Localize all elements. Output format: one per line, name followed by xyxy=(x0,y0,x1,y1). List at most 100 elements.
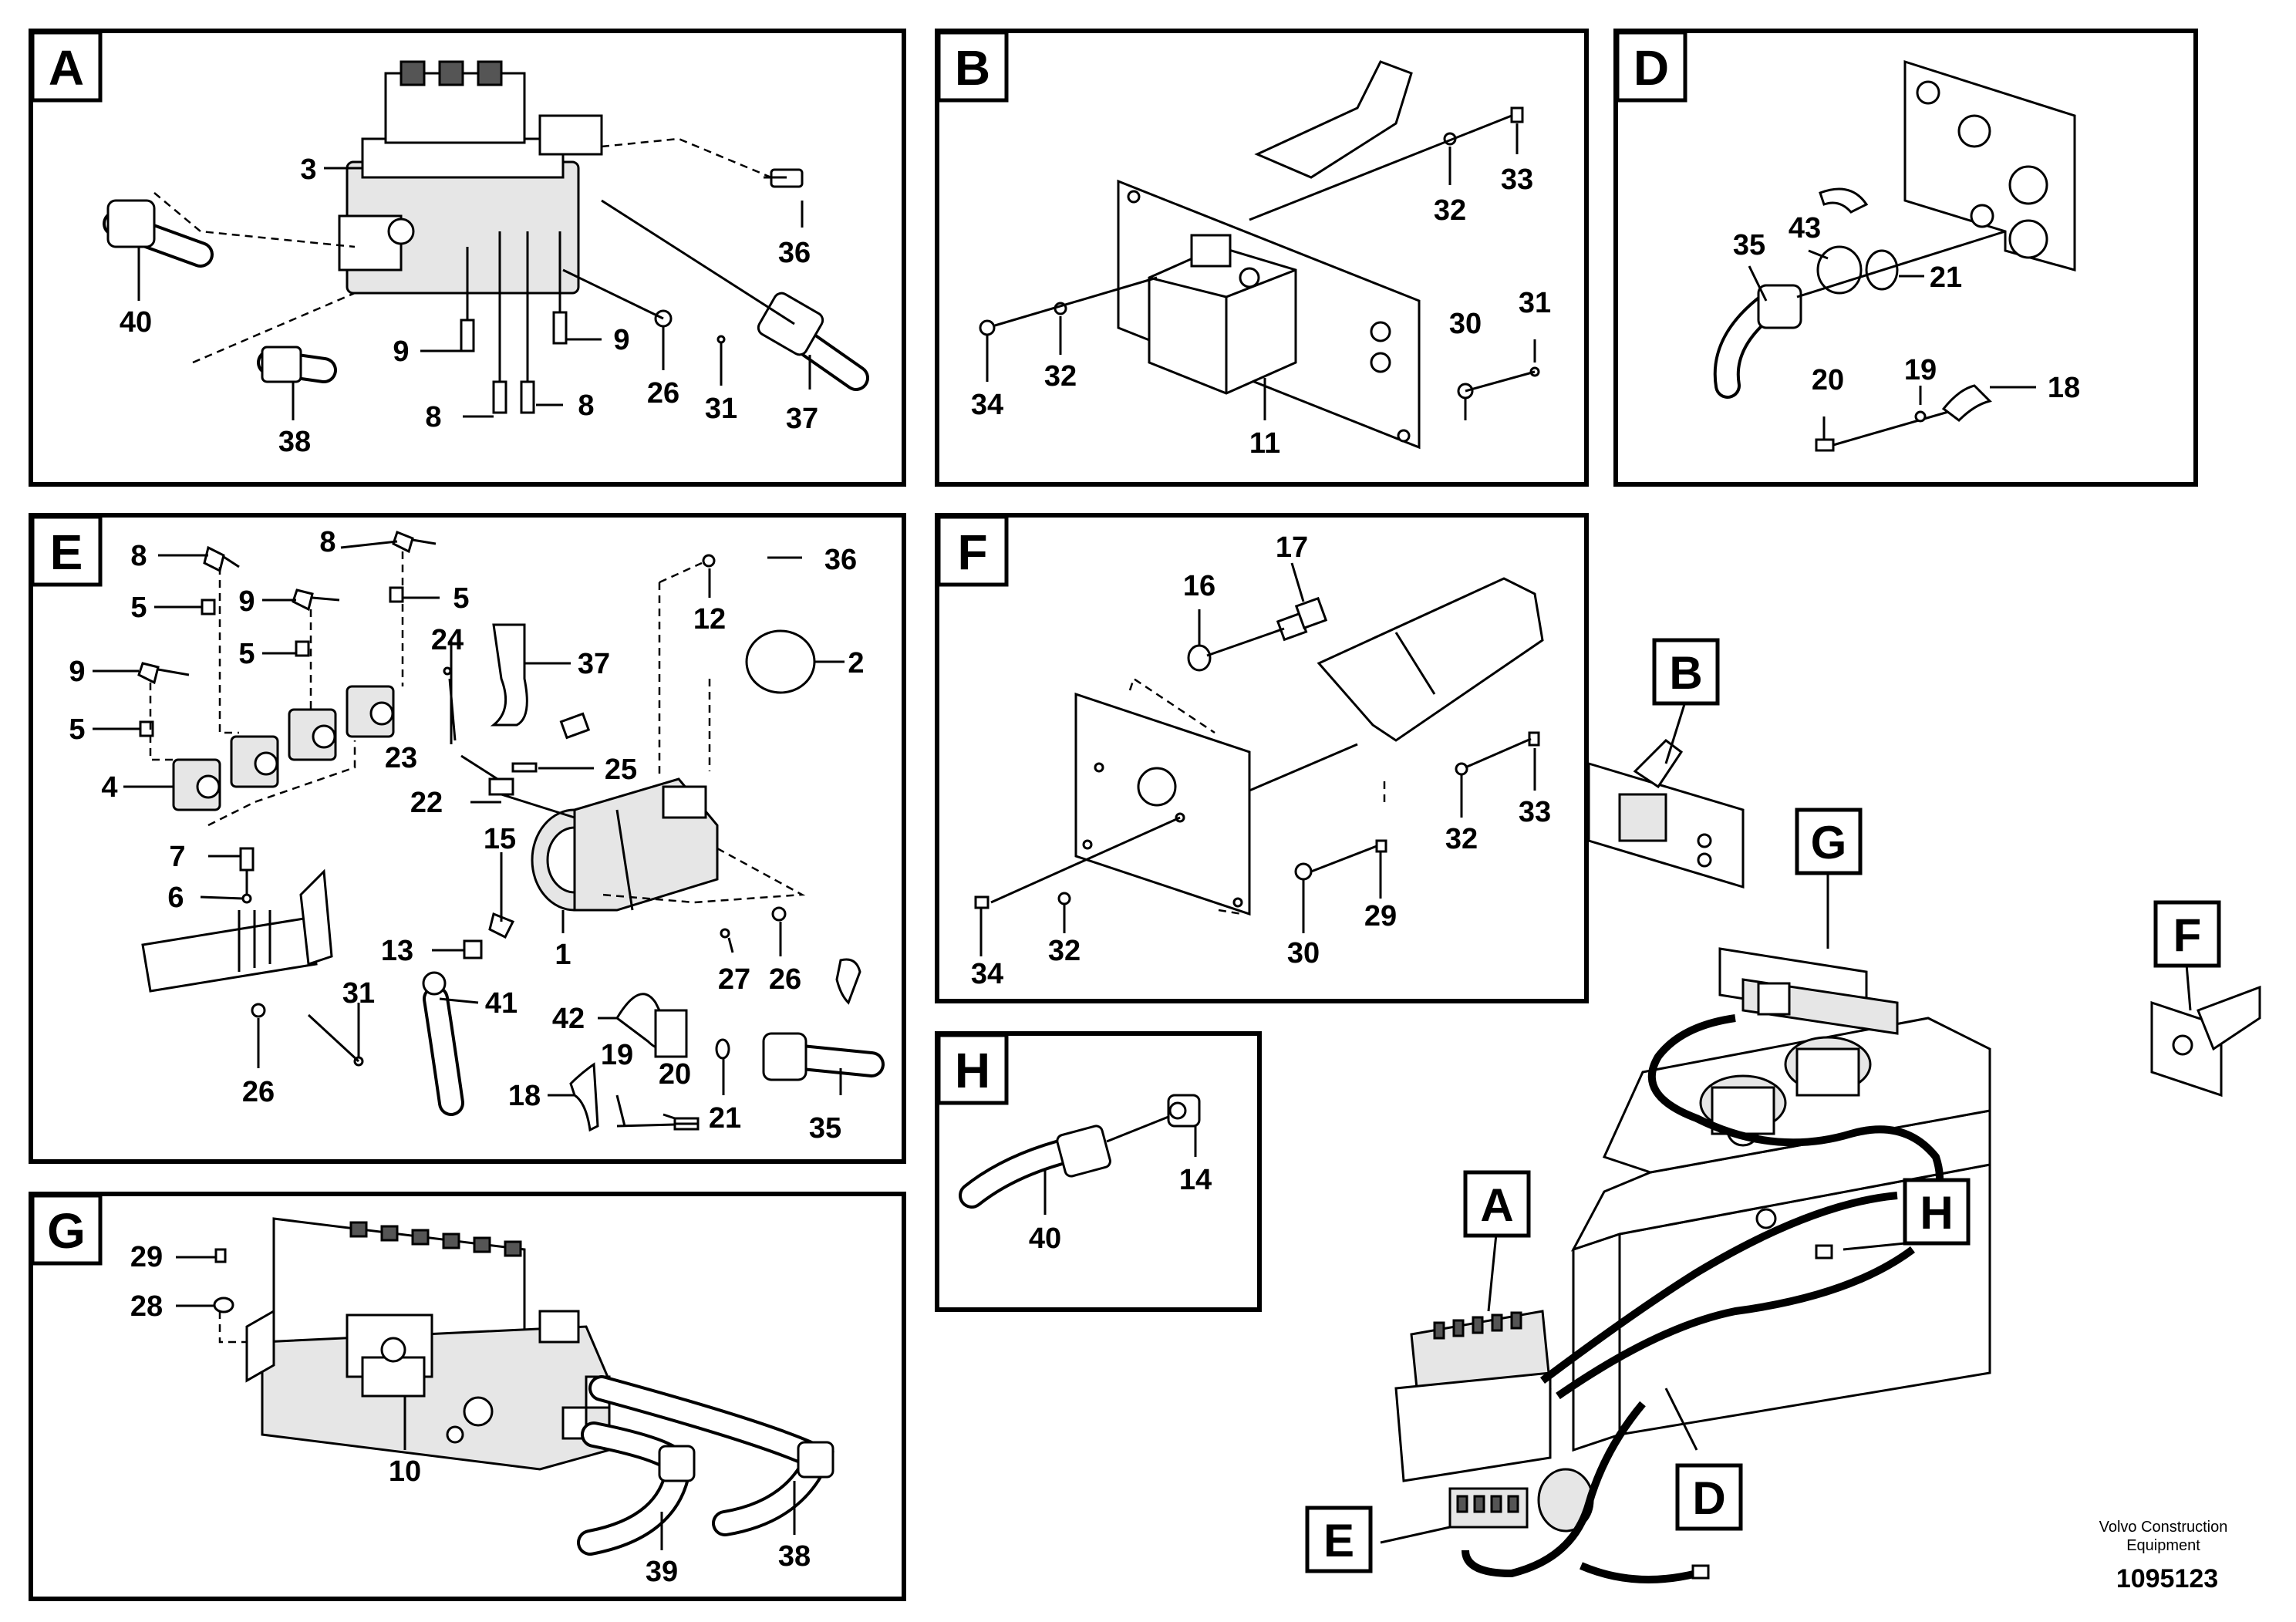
overview-callout-f-box xyxy=(2153,900,2221,968)
panel-e-frame xyxy=(29,513,906,1164)
cover-plate xyxy=(1074,692,1251,916)
panel-a-tag-box xyxy=(30,30,103,103)
label-9-left: 9 xyxy=(393,336,409,368)
label-34: 34 xyxy=(971,958,1003,990)
panel-f-hardware xyxy=(974,731,1540,909)
overview-callout-d: D xyxy=(1692,1472,1725,1524)
label-34: 34 xyxy=(971,389,1003,421)
label-30: 30 xyxy=(1287,937,1320,969)
overview-callout-e-box xyxy=(1305,1506,1373,1573)
overview-callout-d-box xyxy=(1675,1463,1743,1531)
label-5-c: 5 xyxy=(238,638,255,670)
label-28: 28 xyxy=(130,1290,163,1323)
panel-h-frame xyxy=(935,1031,1262,1312)
label-21: 21 xyxy=(1930,261,1962,294)
label-27: 27 xyxy=(718,963,750,996)
leader-lines xyxy=(93,540,845,1128)
clamp-18 xyxy=(1941,384,1992,422)
panel-f-tag-box xyxy=(936,514,1009,587)
hose-fitting-37 xyxy=(757,292,869,391)
label-9-b: 9 xyxy=(69,656,85,688)
panel-a: A xyxy=(29,29,906,487)
panel-f-labels: 17 16 33 32 34 32 30 29 xyxy=(971,531,1551,990)
valve-assembly-10 xyxy=(245,1217,611,1471)
label-5-a: 5 xyxy=(130,592,147,624)
label-10: 10 xyxy=(389,1455,421,1488)
overview-callout-e: E xyxy=(1323,1515,1354,1566)
nuts-5 xyxy=(139,586,404,737)
label-35: 35 xyxy=(1733,229,1765,261)
hose-40 xyxy=(959,1125,1111,1209)
label-4: 4 xyxy=(101,771,117,804)
label-40: 40 xyxy=(1029,1222,1061,1255)
clamp-43 xyxy=(1816,187,1869,295)
valve-block-11 xyxy=(1148,234,1391,395)
overview-callout-a-box xyxy=(1463,1170,1531,1238)
sensor-17 xyxy=(1276,596,1328,642)
panel-h-tag: H xyxy=(955,1043,990,1098)
dashed-lines xyxy=(1128,677,1386,916)
panel-e: E xyxy=(29,513,906,1164)
panel-b-frame xyxy=(935,29,1589,487)
label-14: 14 xyxy=(1179,1164,1212,1196)
leader-lines xyxy=(1043,1115,1197,1215)
label-6: 6 xyxy=(167,882,184,914)
panel-h-tag-box xyxy=(936,1033,1009,1105)
label-20: 20 xyxy=(1812,364,1844,396)
label-16: 16 xyxy=(1183,570,1215,602)
label-5-d: 5 xyxy=(69,713,85,746)
label-5-b: 5 xyxy=(453,582,469,615)
panel-e-tag: E xyxy=(50,524,83,580)
bracket-f xyxy=(1317,577,1544,742)
company-line-2: Equipment xyxy=(2126,1537,2200,1554)
label-11: 11 xyxy=(1249,427,1280,460)
label-13: 13 xyxy=(381,935,413,967)
dashed-lines xyxy=(218,1311,247,1344)
panel-f: F xyxy=(935,513,1589,1003)
solenoid-valves-4 xyxy=(172,685,395,811)
label-8-b: 8 xyxy=(319,526,335,558)
label-9-a: 9 xyxy=(238,585,255,618)
control-valve-block xyxy=(338,60,603,295)
panel-e-labels: 8 8 5 9 5 5 9 5 36 12 24 37 2 4 23 25 22… xyxy=(69,526,864,1145)
panel-g-tag: G xyxy=(47,1203,86,1259)
label-31: 31 xyxy=(1519,287,1551,319)
overview-callout-b: B xyxy=(1669,647,1702,699)
seal-16 xyxy=(1187,644,1212,672)
panel-b-tag-box xyxy=(936,30,1009,103)
label-32-top: 32 xyxy=(1434,194,1466,227)
label-3: 3 xyxy=(300,153,316,186)
label-33: 33 xyxy=(1519,796,1551,828)
panel-a-labels: 3 40 36 9 9 26 31 37 8 8 38 xyxy=(120,153,818,458)
label-15: 15 xyxy=(484,823,516,855)
hose-38 xyxy=(588,1375,834,1536)
panel-f-frame xyxy=(935,513,1589,1003)
panel-h: H 40 14 xyxy=(935,1031,1262,1312)
panel-a-frame xyxy=(29,29,906,487)
label-2: 2 xyxy=(848,647,864,679)
label-29: 29 xyxy=(1364,900,1397,932)
footer: Volvo Construction Equipment 1095123 xyxy=(2099,1519,2228,1593)
panel-g-tag-box xyxy=(30,1193,103,1266)
port-plate xyxy=(1903,59,2076,271)
overview-callout-g-box xyxy=(1795,808,1863,875)
bracket-lower xyxy=(141,868,333,993)
leader-lines xyxy=(1748,230,2036,440)
label-32-left: 32 xyxy=(1048,935,1081,967)
panel-d-tag-box xyxy=(1615,30,1687,103)
label-43: 43 xyxy=(1789,212,1821,244)
label-8-a: 8 xyxy=(130,540,147,572)
label-42: 42 xyxy=(552,1003,585,1035)
bracket xyxy=(1254,60,1413,179)
label-8-right: 8 xyxy=(578,389,594,422)
leader-lines xyxy=(176,1256,796,1550)
small-hardware xyxy=(251,554,787,1131)
overview-hoses xyxy=(1462,1014,1944,1583)
label-29: 29 xyxy=(130,1241,163,1273)
valve-a-overview xyxy=(1394,1310,1552,1482)
hose-39 xyxy=(577,1421,696,1556)
valve-g-overview xyxy=(1718,947,1899,1035)
label-38: 38 xyxy=(778,1540,811,1573)
document-number: 1095123 xyxy=(2116,1564,2218,1593)
label-18: 18 xyxy=(508,1080,541,1112)
